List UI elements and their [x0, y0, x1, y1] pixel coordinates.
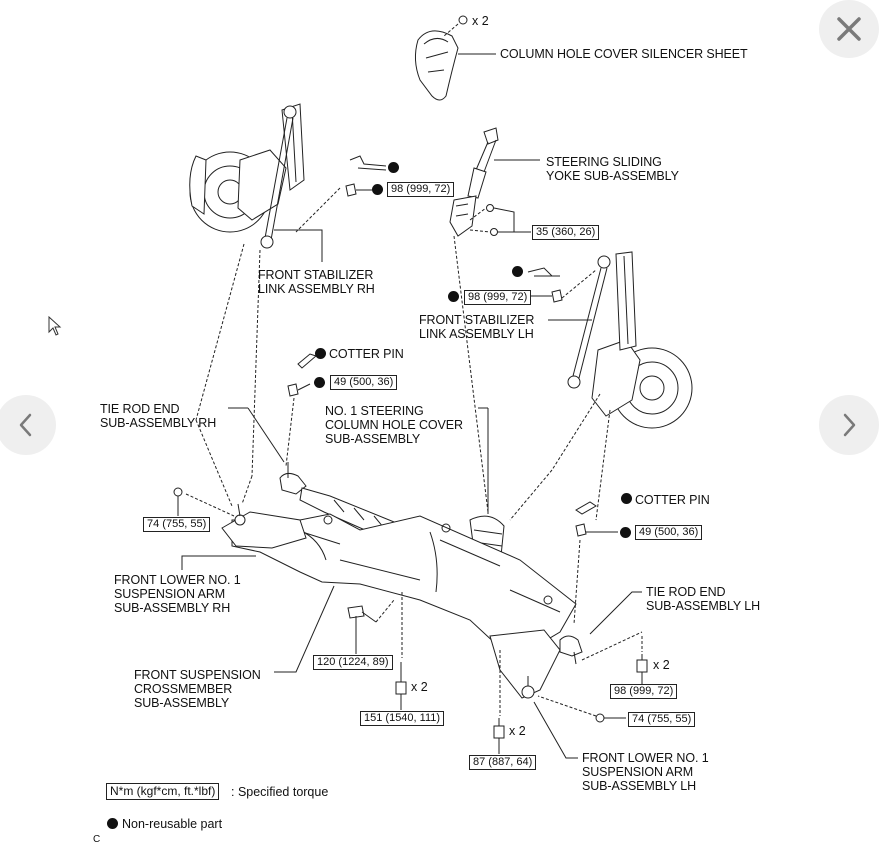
non-reusable-dot-icon: [315, 348, 326, 359]
label-line: FRONT SUSPENSION: [134, 668, 261, 682]
label-front-stabilizer-link-rh: FRONT STABILIZER LINK ASSEMBLY RH: [258, 268, 375, 296]
label-line: LINK ASSEMBLY RH: [258, 282, 375, 296]
label-line: SUB-ASSEMBLY: [134, 696, 230, 710]
label-line: FRONT LOWER NO. 1: [582, 751, 709, 765]
legend-torque-text: : Specified torque: [231, 785, 329, 799]
torque-box: 151 (1540, 111): [360, 711, 445, 726]
label-front-stabilizer-link-lh: FRONT STABILIZER LINK ASSEMBLY LH: [419, 313, 534, 341]
torque-box: 87 (887, 64): [469, 755, 537, 770]
non-reusable-dot-icon: [372, 184, 383, 195]
label-tie-rod-end-rh: TIE ROD END SUB-ASSEMBLY RH: [100, 402, 216, 430]
label-line: SUSPENSION ARM: [582, 765, 694, 779]
label-front-lower-arm-rh: FRONT LOWER NO. 1 SUSPENSION ARM SUB-ASS…: [114, 573, 241, 615]
torque-box: 98 (999, 72): [610, 684, 678, 699]
label-line: FRONT STABILIZER: [419, 313, 535, 327]
close-icon: [837, 17, 861, 41]
next-button[interactable]: [819, 395, 879, 455]
corner-mark: C: [93, 834, 101, 845]
torque-box: 120 (1224, 89): [313, 655, 393, 670]
label-cotter-pin-rh: COTTER PIN: [329, 347, 404, 361]
label-line: SUB-ASSEMBLY RH: [100, 416, 217, 430]
non-reusable-dot-icon: [314, 377, 325, 388]
torque-box: 98 (999, 72): [387, 182, 455, 197]
torque-box: 74 (755, 55): [628, 712, 696, 727]
label-line: YOKE SUB-ASSEMBLY: [546, 169, 679, 183]
torque-box: 49 (500, 36): [635, 525, 703, 540]
label-line: TIE ROD END: [100, 402, 180, 416]
label-no1-steering-column-hole-cover: NO. 1 STEERING COLUMN HOLE COVER SUB-ASS…: [325, 404, 463, 446]
label-line: SUB-ASSEMBLY RH: [114, 601, 231, 615]
non-reusable-dot-icon: [621, 493, 632, 504]
mouse-cursor-icon: [48, 316, 62, 336]
label-line: SUSPENSION ARM: [114, 587, 226, 601]
label-line: STEERING SLIDING: [546, 155, 662, 169]
legend-non-reusable-text: Non-reusable part: [122, 817, 223, 831]
label-front-suspension-crossmember: FRONT SUSPENSION CROSSMEMBER SUB-ASSEMBL…: [134, 668, 261, 710]
label-line: SUB-ASSEMBLY LH: [646, 599, 761, 613]
label-cotter-pin-lh: COTTER PIN: [635, 493, 710, 507]
label-line: FRONT STABILIZER: [258, 268, 374, 282]
label-line: SUB-ASSEMBLY: [325, 432, 421, 446]
label-tie-rod-end-lh: TIE ROD END SUB-ASSEMBLY LH: [646, 585, 760, 613]
label-front-lower-arm-lh: FRONT LOWER NO. 1 SUSPENSION ARM SUB-ASS…: [582, 751, 709, 793]
chevron-left-icon: [19, 413, 32, 437]
quantity-label: x 2: [653, 658, 670, 672]
close-button[interactable]: [819, 0, 879, 58]
torque-box: 98 (999, 72): [464, 290, 532, 305]
quantity-label: x 2: [411, 680, 428, 694]
label-line: TIE ROD END: [646, 585, 726, 599]
label-line: FRONT LOWER NO. 1: [114, 573, 241, 587]
torque-box: 74 (755, 55): [143, 517, 211, 532]
quantity-label: x 2: [472, 14, 489, 28]
label-line: COLUMN HOLE COVER: [325, 418, 463, 432]
label-line: SUB-ASSEMBLY LH: [582, 779, 697, 793]
chevron-right-icon: [843, 413, 856, 437]
label-column-hole-cover-silencer-sheet: COLUMN HOLE COVER SILENCER SHEET: [500, 47, 748, 61]
label-steering-sliding-yoke: STEERING SLIDING YOKE SUB-ASSEMBLY: [546, 155, 679, 183]
non-reusable-dot-icon: [512, 266, 523, 277]
torque-box: 49 (500, 36): [330, 375, 398, 390]
label-line: NO. 1 STEERING: [325, 404, 424, 418]
torque-box: 35 (360, 26): [532, 225, 600, 240]
previous-button[interactable]: [0, 395, 56, 455]
label-line: LINK ASSEMBLY LH: [419, 327, 534, 341]
quantity-label: x 2: [509, 724, 526, 738]
non-reusable-dot-icon: [620, 527, 631, 538]
non-reusable-dot-icon: [448, 291, 459, 302]
legend-non-reusable-dot-icon: [107, 818, 118, 829]
label-line: CROSSMEMBER: [134, 682, 233, 696]
non-reusable-dot-icon: [388, 162, 399, 173]
legend-torque-box: N*m (kgf*cm, ft.*lbf): [106, 783, 220, 800]
